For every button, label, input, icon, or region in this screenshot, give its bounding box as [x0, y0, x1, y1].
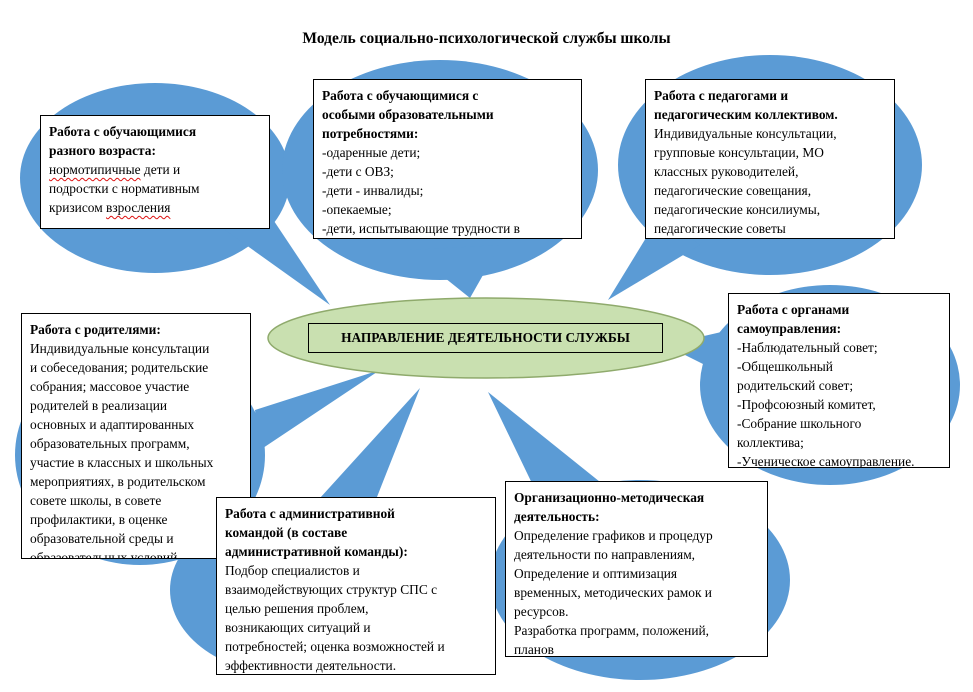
- diagram-title: Модель социально-психологической службы …: [302, 30, 671, 47]
- box-students-line-3: кризисом взросления: [49, 198, 261, 217]
- box-admin-head-3: административной команды):: [225, 544, 408, 559]
- list-item: педагогические консилиумы,: [654, 202, 821, 217]
- list-item: временных, методических рамок и: [514, 585, 712, 600]
- list-item: профилактики, в оценке: [30, 512, 168, 527]
- list-item: совете школы, в совете: [30, 493, 162, 508]
- list-item: образовательной среды и: [30, 531, 174, 546]
- box-selfgov-head-1: Работа с органами: [737, 302, 850, 317]
- list-item: мероприятиях, в родительском: [30, 474, 206, 489]
- list-item: эффективности деятельности.: [225, 658, 397, 673]
- box-parents: Работа с родителями: Индивидуальные конс…: [21, 313, 251, 559]
- list-item: -Наблюдательный совет;: [737, 340, 878, 355]
- box-special: Работа с обучающимися с особыми образова…: [313, 79, 582, 239]
- box-selfgov-head-2: самоуправления:: [737, 321, 842, 336]
- box-selfgov: Работа с органами самоуправления: -Наблю…: [728, 293, 950, 468]
- list-item: возникающих ситуаций и: [225, 620, 371, 635]
- box-method-head-2: деятельность:: [514, 509, 600, 524]
- box-students-line-1: нормотипичные дети и: [49, 160, 261, 179]
- list-item: -Собрание школьного: [737, 416, 862, 431]
- list-item: -дети - инвалиды;: [322, 183, 424, 198]
- spellcheck-word: нормотипичные: [49, 162, 141, 177]
- box-special-head-3: потребностями:: [322, 126, 419, 141]
- list-item: групповые консультации, МО: [654, 145, 824, 160]
- list-item: -Ученическое самоуправление.: [737, 454, 915, 468]
- list-item: Определение графиков и процедур: [514, 528, 713, 543]
- box-admin: Работа с административной командой (в со…: [216, 497, 496, 675]
- list-item: Подбор специалистов и: [225, 563, 360, 578]
- list-item: классных руководителей,: [654, 164, 799, 179]
- box-students-line-2: подростки с нормативным: [49, 181, 200, 196]
- list-item: родительский совет;: [737, 378, 854, 393]
- list-item: -дети с ОВЗ;: [322, 164, 394, 179]
- box-students-text: кризисом: [49, 200, 107, 215]
- list-item: Разработка программ, положений,: [514, 623, 710, 638]
- box-method-head-1: Организационно-методическая: [514, 490, 705, 505]
- list-item: -Общешкольный: [737, 359, 833, 374]
- list-item: образовательных программ,: [30, 436, 190, 451]
- list-item: Определение и оптимизация: [514, 566, 678, 581]
- center-label: НАПРАВЛЕНИЕ ДЕЯТЕЛЬНОСТИ СЛУЖБЫ: [308, 323, 663, 353]
- list-item: Индивидуальные консультации: [30, 341, 210, 356]
- box-teachers-head-1: Работа с педагогами и: [654, 88, 789, 103]
- list-item: основных и адаптированных: [30, 417, 195, 432]
- list-item: родителей в реализации: [30, 398, 168, 413]
- box-students: Работа с обучающимися разного возраста: …: [40, 115, 270, 229]
- list-item: и собеседования; родительские: [30, 360, 209, 375]
- box-method: Организационно-методическая деятельность…: [505, 481, 768, 657]
- list-item: целью решения проблем,: [225, 601, 369, 616]
- list-item: образовательных условий: [30, 550, 178, 559]
- box-admin-head-1: Работа с административной: [225, 506, 395, 521]
- list-item: собрания; массовое участие: [30, 379, 190, 394]
- spellcheck-word: взросления: [106, 200, 171, 215]
- list-item: -одаренные дети;: [322, 145, 421, 160]
- box-teachers-head-2: педагогическим коллективом.: [654, 107, 838, 122]
- box-students-head-2: разного возраста:: [49, 143, 156, 158]
- list-item: ресурсов.: [514, 604, 569, 619]
- list-item: деятельности по направлениям,: [514, 547, 696, 562]
- list-item: потребностей; оценка возможностей и: [225, 639, 445, 654]
- list-item: планов: [514, 642, 554, 657]
- list-item: -опекаемые;: [322, 202, 392, 217]
- list-item: педагогические советы: [654, 221, 786, 236]
- list-item: -Профсоюзный комитет,: [737, 397, 876, 412]
- box-special-head-1: Работа с обучающимися с: [322, 88, 479, 103]
- list-item: коллектива;: [737, 435, 804, 450]
- list-item: Индивидуальные консультации,: [654, 126, 837, 141]
- list-item: педагогические совещания,: [654, 183, 812, 198]
- box-parents-head: Работа с родителями:: [30, 322, 161, 337]
- box-students-head-1: Работа с обучающимися: [49, 124, 197, 139]
- box-teachers: Работа с педагогами и педагогическим кол…: [645, 79, 895, 239]
- list-item: -дети, испытывающие трудности в: [322, 221, 520, 236]
- box-special-head-2: особыми образовательными: [322, 107, 494, 122]
- box-admin-head-2: командой (в составе: [225, 525, 348, 540]
- box-students-text: дети и: [140, 162, 181, 177]
- list-item: участие в классных и школьных: [30, 455, 214, 470]
- list-item: взаимодействующих структур СПС с: [225, 582, 438, 597]
